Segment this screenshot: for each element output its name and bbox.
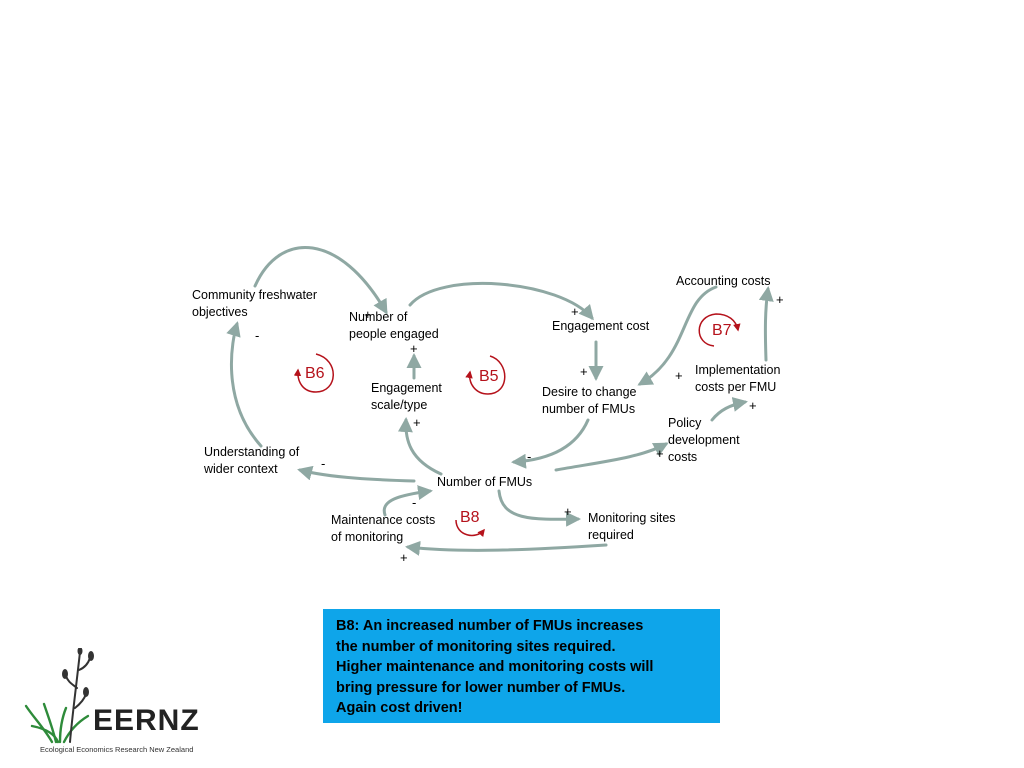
node-number-of-people-engaged: Number of people engaged [349, 310, 439, 341]
sign-plus-monitoring: + [564, 504, 572, 519]
node-engagement-cost: Engagement cost [552, 319, 650, 333]
loop-arc-b7 [698, 313, 741, 347]
sign-minus-maintenance: - [412, 495, 417, 510]
arrow-maintenance-to-fmus [382, 485, 433, 517]
loop-label-b5: B5 [479, 368, 499, 385]
logo-wordmark: EERNZ [93, 704, 200, 737]
caption-text: B8: An increased number of FMUs increase… [336, 618, 654, 716]
node-community-freshwater-objectives: Community freshwater objectives [192, 288, 318, 319]
sign-plus-people-bottom: + [410, 341, 418, 356]
sign-plus-accounting: + [776, 292, 784, 307]
arrow-implementation-to-accounting [758, 286, 774, 362]
node-engagement-scale-type: Engagement scale/type [371, 381, 442, 412]
logo-subtitle: Ecological Economics Research New Zealan… [40, 745, 194, 754]
arrow-fmus-to-policy [554, 442, 669, 472]
node-accounting-costs: Accounting costs [676, 274, 771, 288]
loop-label-b7: B7 [712, 322, 732, 339]
loop-arc-b8 [455, 519, 485, 538]
sign-plus-scale: + [413, 415, 421, 430]
arrow-objectives-to-people [253, 246, 388, 315]
arrow-desire-to-fmus [511, 418, 590, 469]
arrow-fmus-to-monitoring [497, 489, 581, 527]
arrow-fmus-to-scale [397, 417, 443, 476]
sign-plus-people-top: + [364, 307, 372, 322]
arrow-accounting-to-desire [637, 285, 718, 386]
node-desire-to-change-number-of-fmus: Desire to change number of FMUs [542, 385, 637, 416]
node-implementation-costs-per-fmu: Implementation costs per FMU [695, 363, 781, 394]
sign-plus-accounting-to-desire: + [675, 368, 683, 383]
sign-plus-maintenance: + [400, 550, 408, 565]
flax-plant-icon [24, 648, 94, 744]
eernz-logo: EERNZ Ecological Economics Research New … [22, 648, 222, 754]
loop-label-b6: B6 [305, 365, 325, 382]
arrow-understanding-to-objectives [226, 321, 263, 448]
node-policy-development-costs: Policy development costs [668, 416, 740, 464]
loop-arc-b6 [293, 353, 334, 393]
sign-plus-implementation: + [749, 398, 757, 413]
caption-box: B8: An increased number of FMUs increase… [323, 609, 720, 723]
node-understanding-of-wider-context: Understanding of wider context [204, 445, 300, 476]
loop-label-b8: B8 [460, 509, 480, 526]
sign-plus-policy: + [656, 446, 664, 461]
node-number-of-fmus: Number of FMUs [437, 475, 533, 489]
sign-minus-objectives: - [255, 328, 260, 343]
sign-plus-desire: + [580, 364, 588, 379]
node-monitoring-sites-required: Monitoring sites required [588, 511, 676, 542]
arrow-fmus-to-understanding [297, 465, 416, 483]
arrow-people-to-engagement-cost [408, 282, 594, 321]
sign-minus-desire-to-fmus: - [527, 449, 532, 464]
node-maintenance-costs-of-monitoring: Maintenance costs of monitoring [331, 513, 436, 544]
sign-minus-understanding: - [321, 456, 326, 471]
arrow-policy-to-implementation [710, 397, 748, 422]
loop-arc-b5 [465, 355, 506, 395]
sign-plus-engagement-cost: + [571, 304, 579, 319]
arrow-monitoring-to-maintenance [405, 540, 608, 556]
